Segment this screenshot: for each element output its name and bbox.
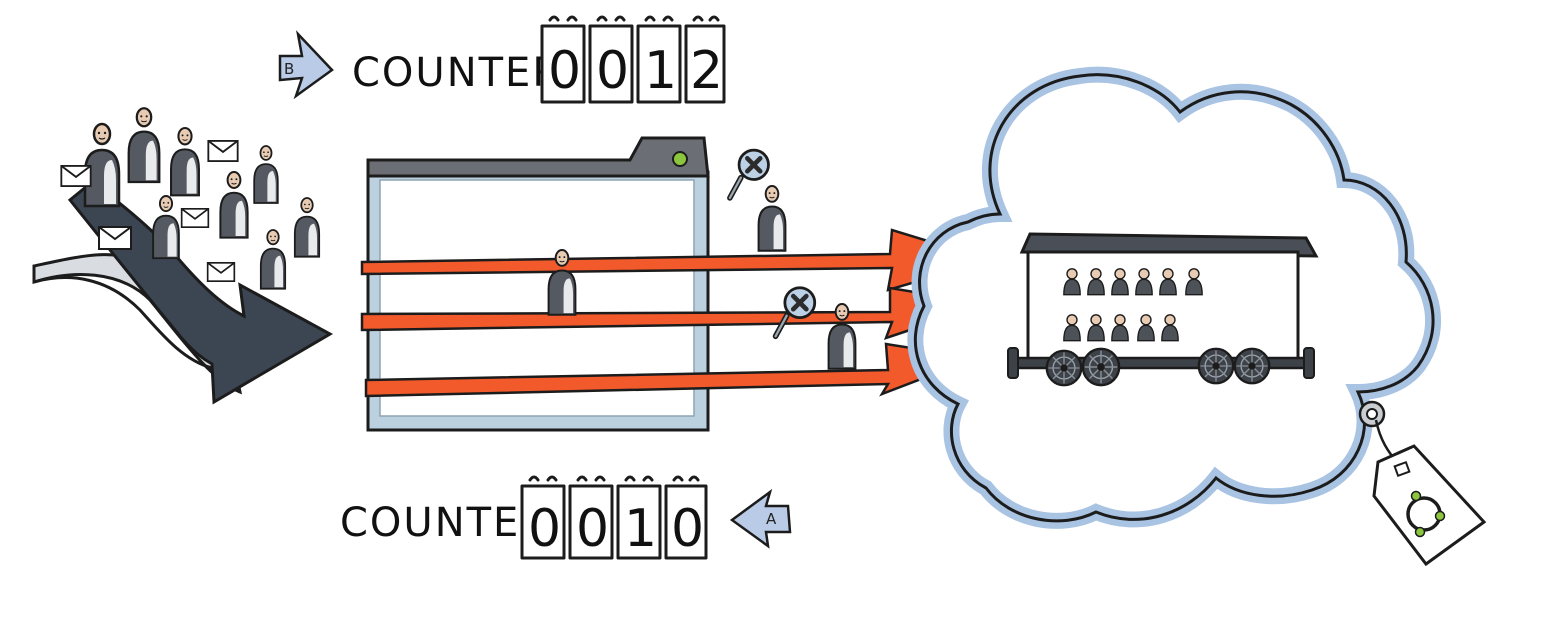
envelope-icon — [98, 226, 132, 250]
person-icon — [253, 145, 279, 204]
tag-logo-dot — [1414, 526, 1426, 538]
person-icon — [219, 171, 249, 239]
digit-tile: 2 — [684, 15, 726, 104]
svg-text:0: 0 — [596, 41, 629, 101]
digit-tile: 1 — [636, 15, 682, 104]
envelope-icon — [207, 139, 239, 163]
tag-body — [1372, 444, 1487, 567]
person-icon — [757, 185, 787, 252]
envelope-icon — [206, 261, 236, 283]
digit-tile: 0 — [568, 475, 614, 560]
window-title-bar — [366, 136, 710, 178]
svg-text:2: 2 — [690, 41, 723, 101]
magnifier-x-icon — [730, 150, 769, 198]
wheel-icon — [1233, 347, 1271, 385]
train-car-icon — [1007, 232, 1319, 387]
envelope-icon — [60, 164, 92, 188]
svg-text:1: 1 — [624, 499, 657, 559]
tag-anchor-hole — [1366, 408, 1378, 420]
digit-tile: 0 — [540, 15, 586, 104]
tag-logo-dot — [1410, 490, 1422, 502]
tag-hole — [1393, 460, 1411, 478]
tag-logo-dot — [1434, 510, 1446, 522]
digit-tile: 0 — [588, 15, 634, 104]
cloud-outline — [913, 73, 1435, 523]
counter-a: COUNTER 0 0 1 0 A — [340, 475, 792, 560]
window-status-indicator — [672, 151, 688, 167]
wheel-icon — [1081, 347, 1121, 387]
digit-tile: 1 — [616, 475, 662, 560]
badge-label-b: B — [284, 60, 294, 78]
counter-a-digits: 0 0 1 0 — [520, 475, 708, 560]
svg-text:0: 0 — [528, 499, 561, 559]
incoming-flow — [32, 107, 334, 405]
envelope-icon — [180, 207, 210, 229]
digit-tile: 0 — [664, 475, 708, 560]
person-icon — [293, 197, 321, 258]
svg-text:0: 0 — [671, 499, 704, 559]
person-icon — [152, 195, 180, 260]
badge-arrow-a — [729, 488, 792, 549]
svg-text:1: 1 — [644, 41, 677, 101]
dark-flow-arrow — [67, 180, 334, 405]
counter-a-label: COUNTER — [340, 500, 550, 546]
counter-b-label: COUNTER — [352, 50, 562, 96]
digit-tile: 0 — [520, 475, 566, 560]
flow-stroke — [33, 276, 213, 370]
counter-b-digits: 0 0 1 2 — [540, 15, 726, 104]
wheel-icon — [1045, 349, 1083, 387]
person-icon — [127, 107, 161, 184]
counter-b: B COUNTER 0 0 1 2 — [278, 15, 726, 104]
wheel-icon — [1197, 347, 1235, 385]
svg-text:0: 0 — [576, 499, 609, 559]
train-buffer — [1007, 347, 1019, 379]
badge-arrow-b — [278, 30, 334, 100]
person-icon — [169, 126, 201, 197]
svg-text:0: 0 — [548, 41, 581, 101]
badge-label-a: A — [766, 510, 777, 528]
tag-icon — [1358, 400, 1487, 567]
train-buffer — [1303, 347, 1315, 379]
person-icon — [259, 229, 287, 290]
